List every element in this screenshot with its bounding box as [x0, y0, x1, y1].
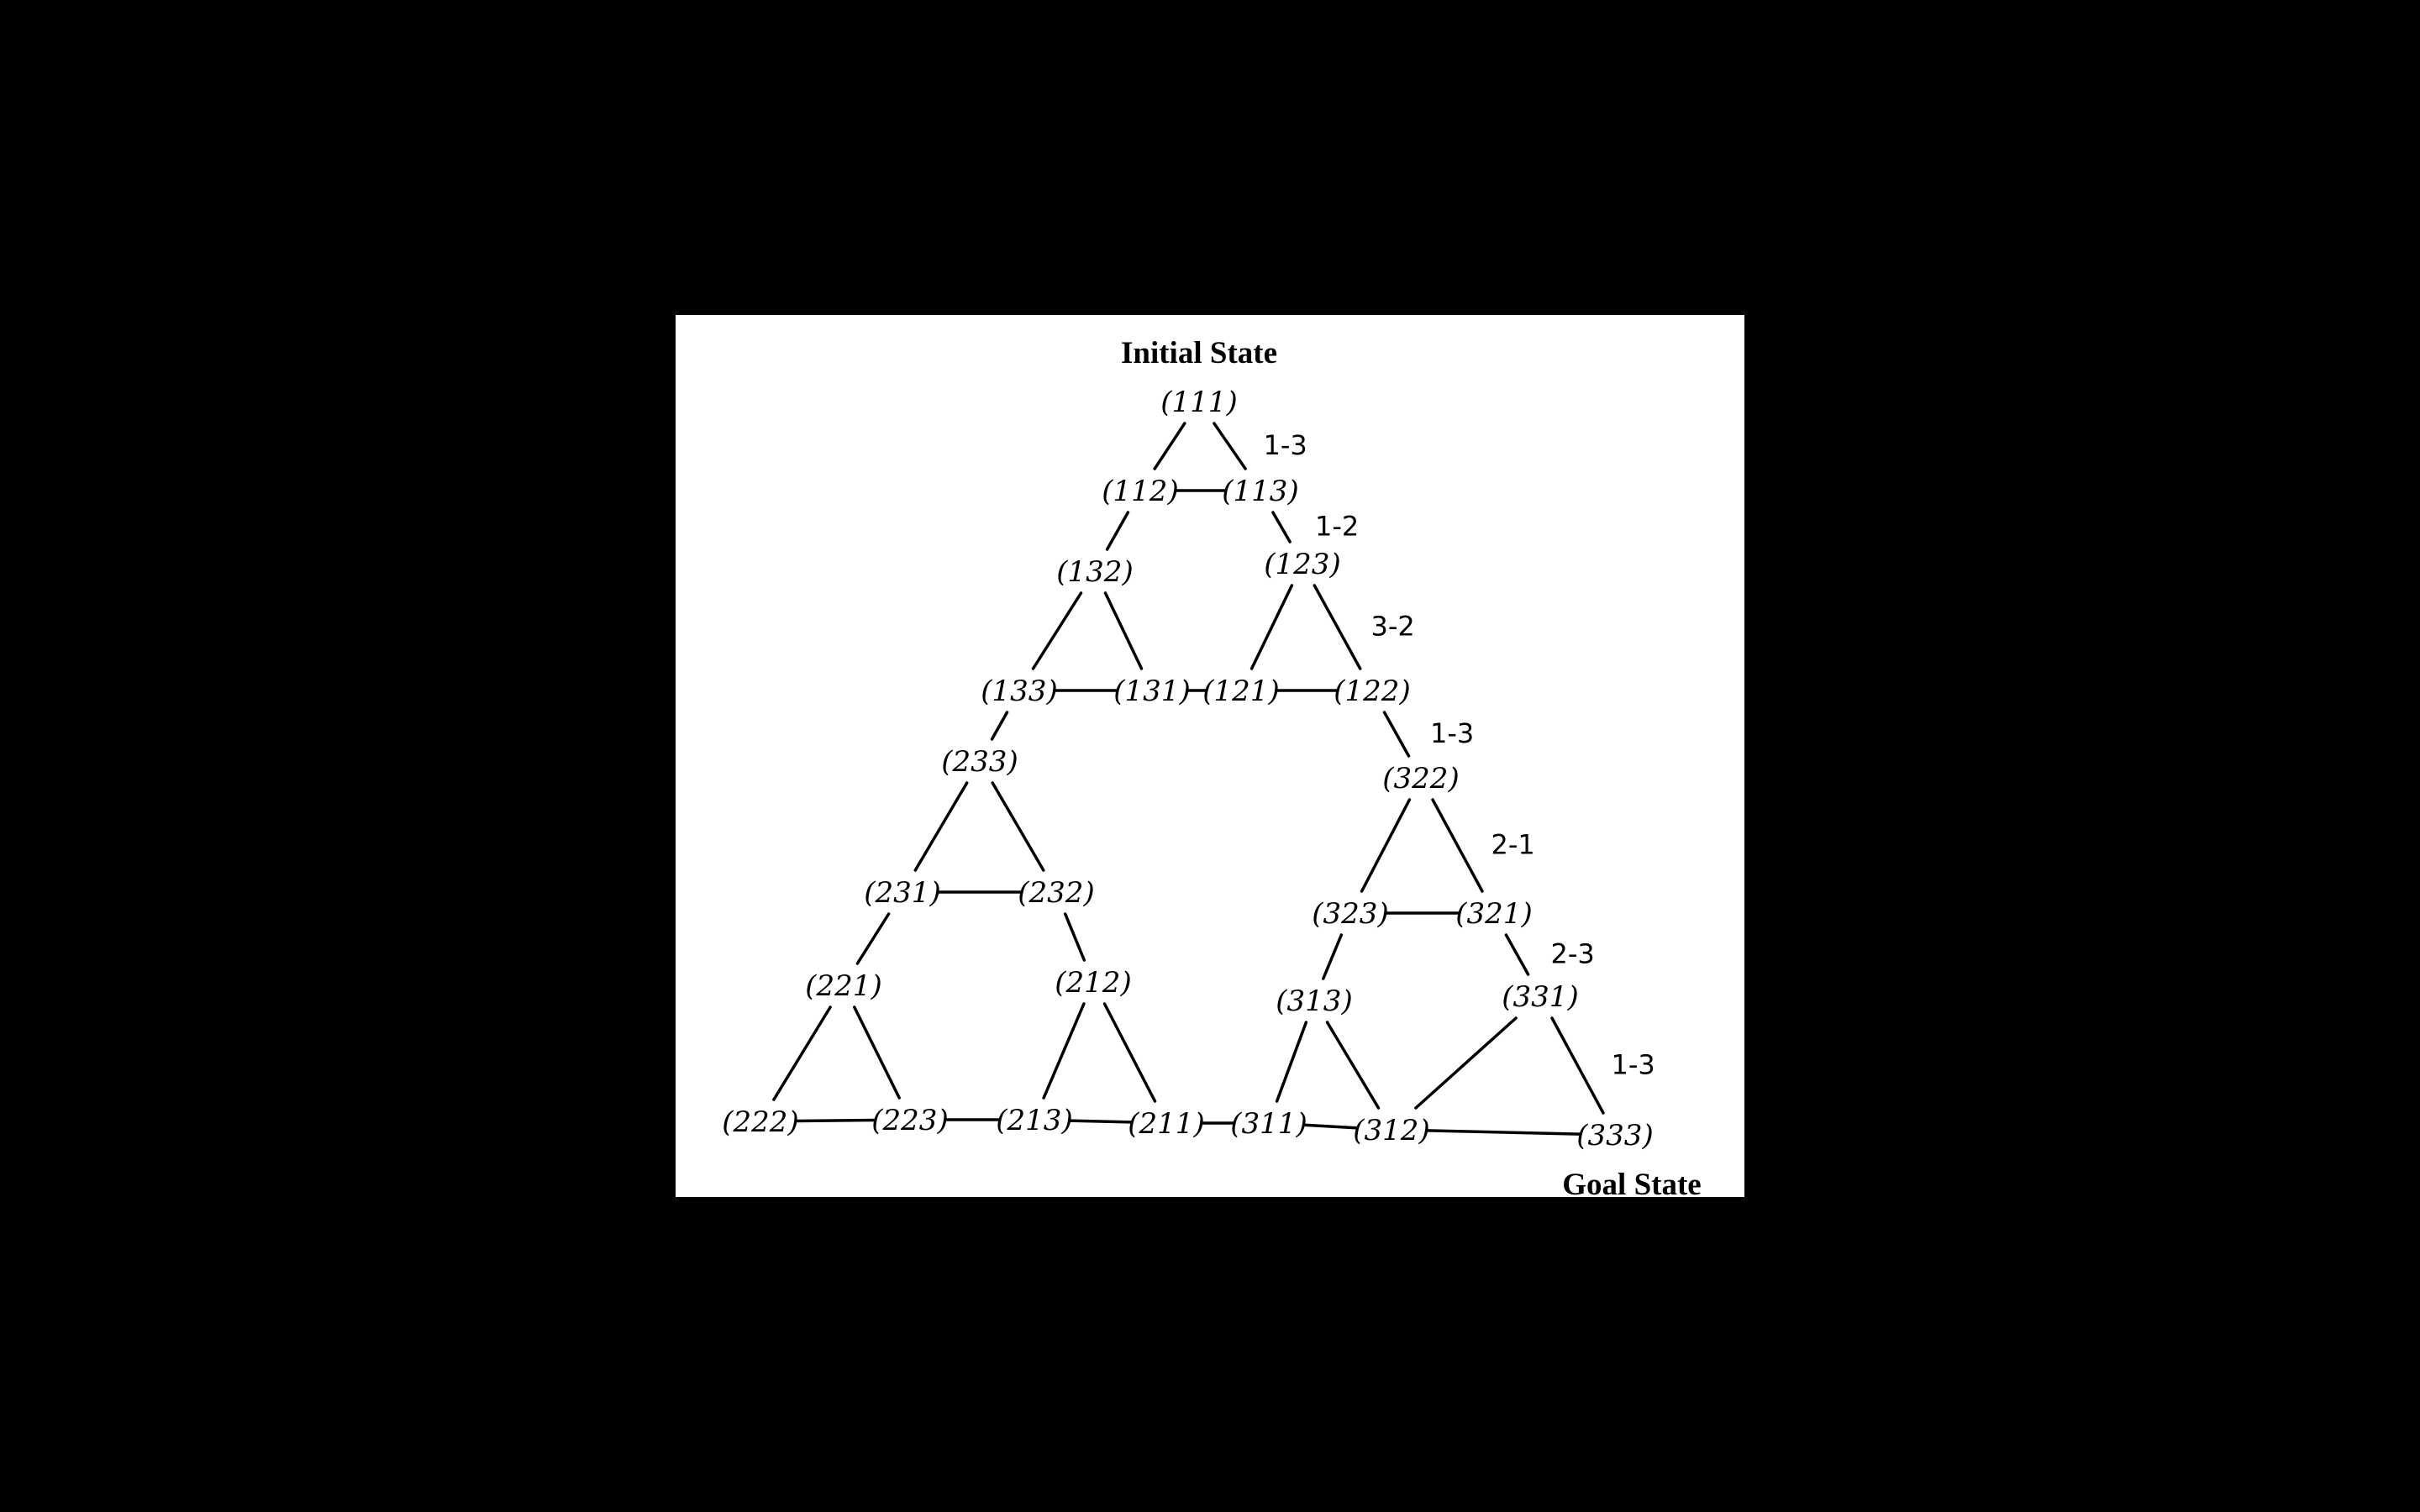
- edge-232-212: [1063, 912, 1086, 962]
- state-node-113: (113): [1222, 475, 1298, 508]
- goal-state-title: Goal State: [1562, 1168, 1701, 1197]
- edge-113-123: [1271, 511, 1292, 543]
- edge-label-111-113: 1-3: [1264, 429, 1307, 461]
- state-node-121: (121): [1202, 675, 1279, 708]
- edge-322-321: [1431, 798, 1484, 893]
- state-node-213: (213): [996, 1104, 1072, 1137]
- edge-311-312: [1302, 1123, 1358, 1130]
- state-node-111: (111): [1160, 386, 1237, 419]
- edge-labels-layer: 1-3 1-2 3-2 1-3 2-1 2-3 1-3: [1264, 429, 1655, 1081]
- edges-layer: [772, 422, 1605, 1136]
- state-node-223: (223): [871, 1104, 948, 1137]
- edge-123-121: [1249, 584, 1294, 670]
- state-node-311: (311): [1230, 1107, 1307, 1141]
- state-node-211: (211): [1128, 1107, 1204, 1141]
- initial-state-title: Initial State: [1121, 336, 1277, 370]
- edge-212-211: [1102, 1002, 1157, 1103]
- state-node-222: (222): [722, 1105, 798, 1139]
- state-node-133: (133): [981, 675, 1057, 708]
- edge-231-221: [855, 912, 891, 965]
- state-node-131: (131): [1113, 675, 1190, 708]
- state-node-212: (212): [1055, 966, 1131, 1000]
- edge-221-223: [853, 1005, 901, 1100]
- edge-123-122: [1313, 584, 1362, 670]
- edge-111-112: [1153, 422, 1186, 470]
- edge-133-233: [990, 711, 1009, 741]
- edge-233-232: [991, 781, 1045, 872]
- edge-331-312: [1414, 1016, 1518, 1110]
- edge-111-113: [1213, 422, 1247, 470]
- edge-122-322: [1382, 711, 1411, 758]
- state-node-323: (323): [1312, 897, 1388, 931]
- state-node-232: (232): [1018, 876, 1094, 910]
- state-node-122: (122): [1334, 675, 1410, 708]
- state-node-112: (112): [1102, 475, 1178, 508]
- state-node-123: (123): [1264, 548, 1340, 581]
- edge-132-131: [1103, 591, 1144, 670]
- diagram-panel: 1-3 1-2 3-2 1-3 2-1 2-3 1-3 (111) (112) (113) (13…: [676, 315, 1744, 1197]
- edge-322-323: [1360, 798, 1412, 893]
- state-node-321: (321): [1455, 897, 1532, 931]
- edge-label-321-331: 2-3: [1551, 938, 1595, 970]
- edge-112-132: [1105, 511, 1130, 551]
- state-space-diagram: 1-3 1-2 3-2 1-3 2-1 2-3 1-3 (111) (112) (113) (13…: [722, 336, 1701, 1197]
- edge-323-313: [1322, 933, 1344, 980]
- state-node-322: (322): [1382, 762, 1459, 795]
- edge-212-213: [1042, 1002, 1086, 1100]
- state-node-231: (231): [864, 876, 940, 910]
- nodes-layer: (111) (112) (113) (132) (123) (133) (131) (121)…: [722, 386, 1653, 1152]
- edge-321-331: [1504, 933, 1530, 976]
- state-node-221: (221): [805, 969, 881, 1003]
- edge-312-333: [1425, 1129, 1581, 1136]
- edge-label-113-123: 1-2: [1315, 511, 1359, 543]
- state-node-312: (312): [1353, 1114, 1429, 1147]
- state-node-313: (313): [1276, 984, 1352, 1018]
- edge-213-211: [1068, 1119, 1133, 1124]
- edge-313-311: [1275, 1021, 1308, 1103]
- edge-label-331-333: 1-3: [1612, 1049, 1655, 1081]
- edge-132-133: [1031, 591, 1083, 670]
- edge-313-312: [1325, 1021, 1381, 1110]
- edge-221-222: [772, 1005, 832, 1101]
- edge-label-322-321: 2-1: [1491, 829, 1535, 861]
- edge-233-231: [913, 781, 969, 872]
- state-node-331: (331): [1502, 980, 1578, 1014]
- edge-331-333: [1550, 1016, 1605, 1115]
- state-node-233: (233): [941, 745, 1018, 779]
- edge-label-123-122: 3-2: [1371, 611, 1415, 643]
- state-node-333: (333): [1576, 1119, 1653, 1152]
- state-node-132: (132): [1056, 555, 1133, 589]
- edge-label-122-322: 1-3: [1430, 717, 1474, 749]
